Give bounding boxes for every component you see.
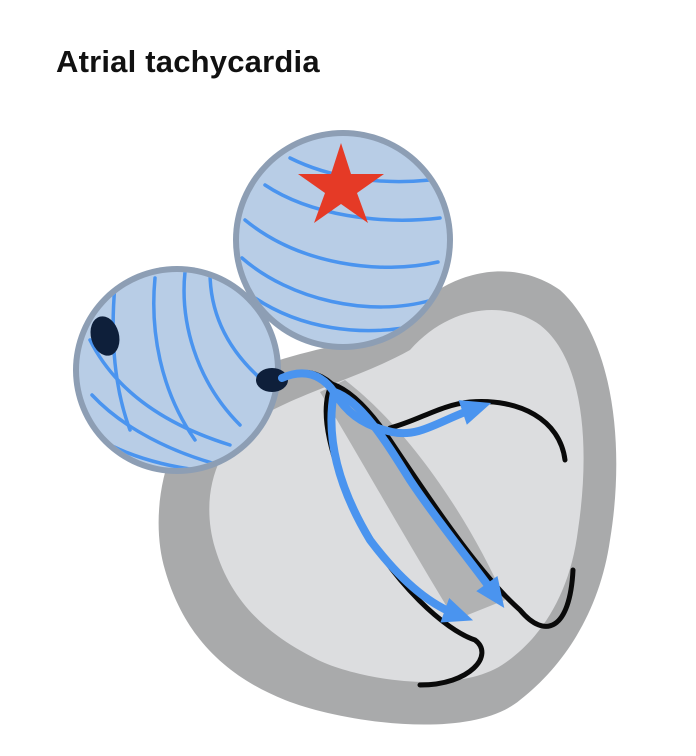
- activation-wave-line: [111, 283, 132, 432]
- conduction-arrow: [330, 388, 505, 609]
- conduction-arrow: [327, 388, 474, 623]
- activation-wave-line: [182, 272, 242, 427]
- septum: [320, 380, 505, 620]
- conduction-pathway: [278, 369, 505, 623]
- activation-wave-line: [243, 218, 440, 270]
- activation-wave-line: [263, 183, 442, 222]
- av-node: [256, 368, 288, 392]
- star-icon: [298, 143, 384, 223]
- conduction-arrow: [278, 369, 492, 438]
- right-atrium: [233, 130, 453, 350]
- activation-wave-line: [88, 338, 232, 447]
- activation-wave-line: [208, 272, 270, 387]
- left-bundle-branch: [329, 381, 576, 629]
- sinus-node: [90, 316, 120, 356]
- activation-wave-line: [240, 256, 434, 309]
- diagram-title: Atrial tachycardia: [56, 44, 320, 79]
- activation-wave-line: [152, 276, 197, 442]
- left-atrium: [73, 266, 281, 474]
- activation-wave-line: [108, 443, 222, 468]
